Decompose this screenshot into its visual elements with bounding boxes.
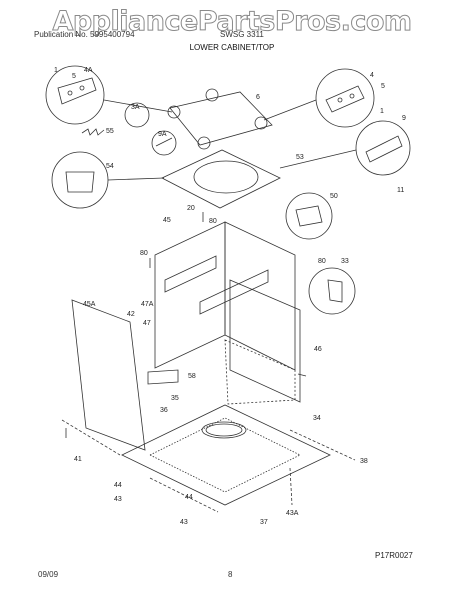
callout-45: 45 <box>163 217 171 224</box>
callout-55: 55 <box>106 128 114 135</box>
callout-53: 53 <box>296 154 304 161</box>
callout-3A: 3A <box>131 104 140 111</box>
callout-43b: 43 <box>180 519 188 526</box>
callout-37: 37 <box>260 519 268 526</box>
callout-35: 35 <box>171 395 179 402</box>
callout-47A: 47A <box>141 301 154 308</box>
callout-38: 38 <box>360 458 368 465</box>
drawing-code: P17R0027 <box>375 551 413 560</box>
callout-80c: 80 <box>318 258 326 265</box>
callout-34: 34 <box>313 415 321 422</box>
side-panel <box>229 279 301 403</box>
callout-80b: 80 <box>140 250 148 257</box>
callout-36: 36 <box>160 407 168 414</box>
detail-circle-50 <box>285 192 333 240</box>
detail-circle-54 <box>51 151 109 209</box>
callout-41: 41 <box>74 456 82 463</box>
callout-4: 4 <box>370 72 374 79</box>
callout-33: 33 <box>341 258 349 265</box>
detail-circle-33 <box>308 267 356 315</box>
callout-50: 50 <box>330 193 338 200</box>
footer-date: 09/09 <box>38 570 59 579</box>
base-pan <box>121 404 331 506</box>
callout-46: 46 <box>314 346 322 353</box>
callout-43a: 43 <box>114 496 122 503</box>
callout-43A: 43A <box>286 510 299 517</box>
top-lid <box>169 91 273 146</box>
model-number: SWSG 3311 <box>220 30 264 39</box>
callout-5: 5 <box>72 73 76 80</box>
callout-6: 6 <box>256 94 260 101</box>
detail-circle-9 <box>355 120 411 176</box>
watermark-logo: AppliancePartsPros.com <box>52 6 413 38</box>
footer-page-number: 8 <box>228 570 233 579</box>
callout-4A: 4A <box>84 67 93 74</box>
callout-42: 42 <box>127 311 135 318</box>
callout-47: 47 <box>143 320 151 327</box>
callout-1: 1 <box>54 67 58 74</box>
callout-9A: 9A <box>158 131 167 138</box>
callout-44b: 44 <box>185 494 193 501</box>
callout-44a: 44 <box>114 482 122 489</box>
callout-54: 54 <box>106 163 114 170</box>
callout-45A: 45A <box>83 301 96 308</box>
callout-80a: 80 <box>209 218 217 225</box>
publication-number: Publication No. 5995400794 <box>34 30 135 39</box>
cabinet-top <box>161 149 281 209</box>
callout-58: 58 <box>188 373 196 380</box>
front-panel <box>71 299 146 451</box>
callout-1b: 1 <box>380 108 384 115</box>
callout-11: 11 <box>397 187 404 194</box>
callout-20: 20 <box>187 205 195 212</box>
page-title: LOWER CABINET/TOP <box>189 43 275 52</box>
callout-9: 9 <box>402 115 406 122</box>
detail-circle-hinge-left <box>45 65 105 125</box>
callout-5b: 5 <box>381 83 385 90</box>
detail-circle-hinge-right <box>315 68 375 128</box>
